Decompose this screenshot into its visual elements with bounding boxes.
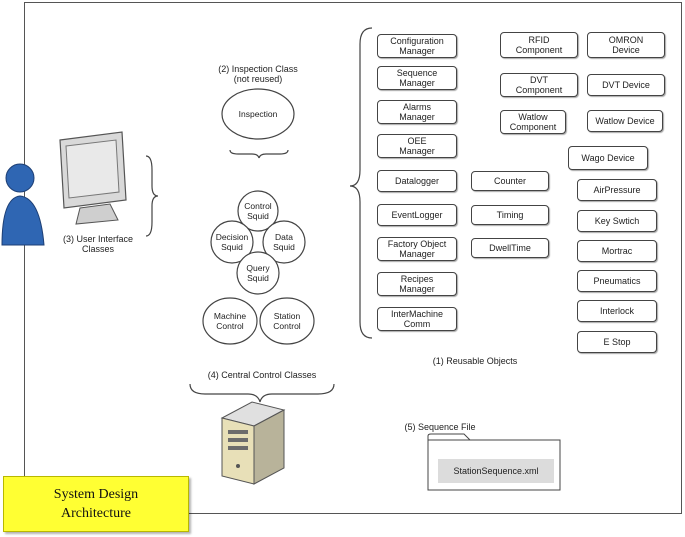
- counter-box: Counter: [471, 171, 549, 191]
- reusable-objects-label: (1) Reusable Objects: [432, 356, 518, 366]
- title-banner: System Design Architecture: [3, 476, 189, 532]
- central-control-label: (4) Central Control Classes: [207, 370, 317, 380]
- datalogger-box: Datalogger: [377, 170, 457, 192]
- station-control-circle: [259, 297, 315, 345]
- eventlogger-box: EventLogger: [377, 204, 457, 226]
- inspection-circle: [221, 88, 295, 140]
- dvt-device-box: DVT Device: [587, 74, 665, 96]
- query-squid: Query Squid: [246, 263, 270, 283]
- intermachine-comm-box: InterMachine Comm: [377, 307, 457, 331]
- decision-squid: Decision Squid: [215, 232, 249, 252]
- recipes-manager-box: Recipes Manager: [377, 272, 457, 296]
- mortrac-box: Mortrac: [577, 240, 657, 262]
- dwelltime-box: DwellTime: [471, 238, 549, 258]
- configuration-manager-box: Configuration Manager: [377, 34, 457, 58]
- key-switch-box: Key Swtich: [577, 210, 657, 232]
- dvt-component-box: DVT Component: [500, 73, 578, 97]
- inspection-brace: [229, 149, 289, 159]
- alarms-manager-box: Alarms Manager: [377, 100, 457, 124]
- reusable-brace: [349, 27, 373, 339]
- monitor-icon: [59, 131, 127, 225]
- omron-device-box: OMRON Device: [587, 32, 665, 58]
- pneumatics-box: Pneumatics: [577, 270, 657, 292]
- factory-object-manager-box: Factory Object Manager: [377, 237, 457, 261]
- station-control: Station Control: [273, 311, 301, 331]
- central-brace: [189, 383, 335, 403]
- airpressure-box: AirPressure: [577, 179, 657, 201]
- watlow-component-box: Watlow Component: [500, 110, 566, 134]
- ui-brace: [145, 155, 159, 237]
- machine-control: Machine Control: [213, 311, 247, 331]
- inspection-class-label: (2) Inspection Class (not reused): [218, 64, 298, 84]
- control-squid-circle: [237, 190, 279, 232]
- sequence-file-name: StationSequence.xml: [438, 459, 554, 483]
- estop-box: E Stop: [577, 331, 657, 353]
- data-squid: Data Squid: [273, 232, 295, 252]
- inspection-node: Inspection: [238, 109, 278, 119]
- decision-squid-circle: [210, 220, 254, 264]
- title-line-1: System Design: [53, 487, 139, 502]
- server-icon: [220, 401, 286, 485]
- query-squid-circle: [236, 251, 280, 295]
- watlow-device-box: Watlow Device: [587, 110, 663, 132]
- machine-control-circle: [202, 297, 258, 345]
- interlock-box: Interlock: [577, 300, 657, 322]
- control-squid: Control Squid: [244, 201, 272, 221]
- sequence-manager-box: Sequence Manager: [377, 66, 457, 90]
- rfid-component-box: RFID Component: [500, 32, 578, 58]
- title-line-2: Architecture: [61, 506, 131, 521]
- timing-box: Timing: [471, 205, 549, 225]
- sequence-file-label: (5) Sequence File: [404, 422, 476, 432]
- ui-classes-label: (3) User Interface Classes: [62, 234, 134, 254]
- wago-device-box: Wago Device: [568, 146, 648, 170]
- oee-manager-box: OEE Manager: [377, 134, 457, 158]
- user-icon: [1, 163, 45, 246]
- data-squid-circle: [262, 220, 306, 264]
